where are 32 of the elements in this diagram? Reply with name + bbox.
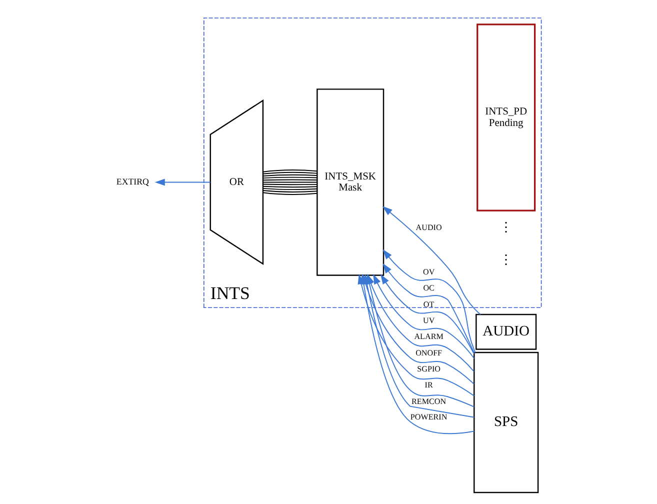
node-box: INTS_MSK Mask — [316, 88, 384, 276]
edge-label: ALARM — [414, 332, 444, 342]
connector — [262, 174, 318, 176]
connector — [262, 188, 318, 190]
edge-label: SGPIO — [417, 364, 440, 374]
label: ⋮ — [500, 252, 513, 267]
arrow — [154, 178, 211, 186]
edge-label: REMCON — [412, 396, 446, 406]
edge-label: OV — [422, 267, 435, 276]
node-box: AUDIO — [476, 314, 537, 350]
connector — [262, 172, 318, 174]
connector — [262, 176, 318, 179]
arrow — [382, 206, 481, 315]
edge-label: POWERIN — [410, 412, 448, 422]
node-text: EXTIRQ — [116, 176, 149, 186]
connector — [262, 190, 318, 192]
node-box: OR — [210, 99, 264, 266]
connector — [262, 186, 318, 188]
edge-label: OT — [423, 300, 434, 309]
node-box: SPS — [474, 352, 539, 494]
connector — [262, 184, 318, 186]
connector — [262, 179, 318, 181]
edge-label: IR — [424, 380, 433, 390]
connector — [262, 192, 318, 195]
edge-label: OC — [423, 284, 434, 293]
edge-label: UV — [422, 316, 435, 325]
label: ⋮ — [500, 219, 513, 234]
edge-label: AUDIO — [416, 222, 442, 232]
node-box: INTS_PD Pending — [476, 24, 536, 212]
connector — [262, 182, 318, 183]
edge-label: ONOFF — [416, 348, 442, 358]
connector — [262, 170, 318, 172]
